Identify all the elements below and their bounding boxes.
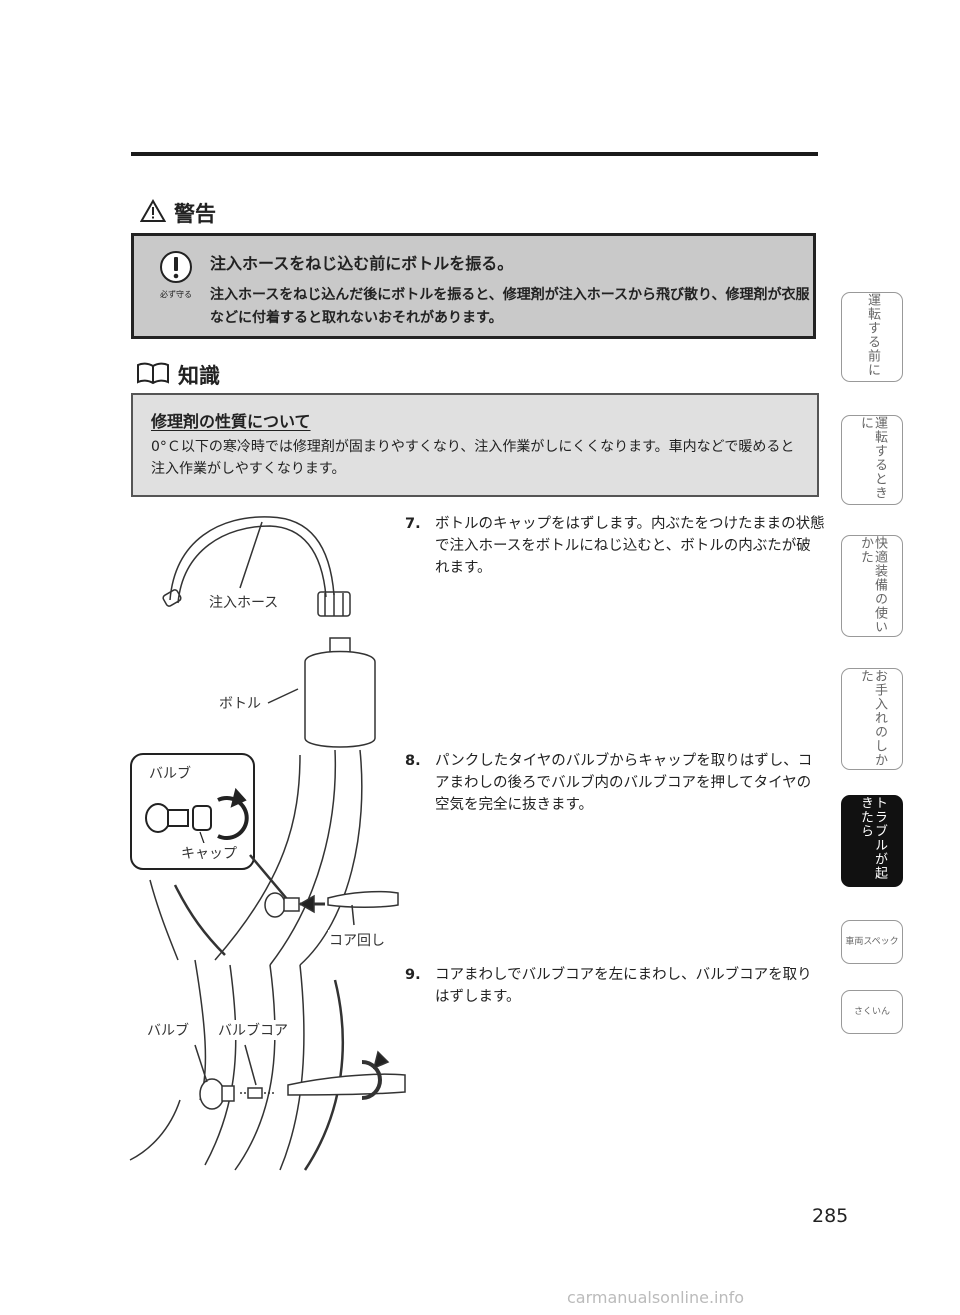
bottle-label: ボトル — [218, 693, 262, 713]
side-tab-label: お手入れのしかた — [858, 669, 887, 767]
side-tab-label: 車両スペック — [845, 936, 899, 947]
side-tab-label: 運転する前に — [865, 293, 880, 377]
open-book-icon — [136, 361, 170, 390]
side-tab-index[interactable]: さくいん — [841, 990, 903, 1034]
knowledge-box: 修理剤の性質について 0°Ｃ以下の寒冷時では修理剤が固まりやすくなり、注入作業が… — [131, 393, 819, 497]
step-8: 8. パンクしたタイヤのバルブからキャップを取りはずし、コアまわしの後ろでバルブ… — [405, 750, 825, 816]
step-9: 9. コアまわしでバルブコアを左にまわし、バルブコアを取りはずします。 — [405, 964, 825, 1008]
bottle-illustration — [267, 637, 376, 748]
must-follow-badge: 必ず守る — [152, 250, 200, 300]
knowledge-heading: 修理剤の性質について — [151, 412, 311, 431]
warning-title-text: 警告 — [174, 202, 216, 226]
side-tab-label: 快適装備の使いかた — [858, 536, 887, 634]
step-number: 9. — [405, 967, 421, 983]
core-tool-step8 — [249, 854, 399, 926]
side-tab-vehicle-specs[interactable]: 車両スペック — [841, 920, 903, 964]
step-text: パンクしたタイヤのバルブからキャップを取りはずし、コアまわしの後ろでバルブ内のバ… — [435, 753, 813, 813]
knowledge-title-text: 知識 — [178, 364, 220, 388]
core-tool-step9 — [194, 1044, 406, 1110]
page-number: 285 — [812, 1205, 849, 1227]
step-number: 7. — [405, 516, 421, 532]
step-text: ボトルのキャップをはずします。内ぶたをつけたままの状態で注入ホースをボトルにねじ… — [435, 516, 825, 576]
warning-triangle-icon — [139, 198, 167, 228]
side-tab-trouble[interactable]: トラブルが起きたら — [841, 795, 903, 887]
side-tab-before-driving[interactable]: 運転する前に — [841, 292, 903, 382]
side-tab-label: トラブルが起きたら — [858, 796, 887, 880]
warning-box: 必ず守る 注入ホースをねじ込む前にボトルを振る。 注入ホースをねじ込んだ後にボト… — [131, 233, 816, 339]
exclamation-circle-icon — [160, 251, 192, 283]
hose-label: 注入ホース — [208, 592, 280, 612]
step-7: 7. ボトルのキャップをはずします。内ぶたをつけたままの状態で注入ホースをボトル… — [405, 513, 825, 579]
side-tab-label: 運転するときに — [858, 416, 887, 500]
valve-core-label: バルブコア — [217, 1020, 289, 1040]
warning-heading: 注入ホースをねじ込む前にボトルを振る。 — [210, 254, 514, 273]
must-follow-caption: 必ず守る — [160, 290, 192, 299]
warning-body: 注入ホースをねじ込んだ後にボトルを振ると、修理剤が注入ホースから飛び散り、修理剤… — [210, 287, 810, 326]
top-rule — [131, 152, 818, 156]
side-tab-label: さくいん — [853, 1006, 890, 1017]
side-tab-comfort-features[interactable]: 快適装備の使いかた — [841, 535, 903, 637]
step-text: コアまわしでバルブコアを左にまわし、バルブコアを取りはずします。 — [435, 967, 812, 1005]
warning-title: 警告 — [139, 198, 216, 228]
core-tool-label: コア回し — [328, 930, 386, 950]
side-tab-while-driving[interactable]: 運転するときに — [841, 415, 903, 505]
watermark: carmanualsonline.info — [567, 1288, 745, 1307]
valve-label-inset: バルブ — [148, 763, 192, 783]
tire-curves — [129, 749, 363, 1171]
knowledge-body: 0°Ｃ以下の寒冷時では修理剤が固まりやすくなり、注入作業がしにくくなります。車内… — [151, 439, 795, 477]
side-tab-maintenance[interactable]: お手入れのしかた — [841, 668, 903, 770]
hose-illustration — [162, 516, 351, 617]
valve-label: バルブ — [146, 1020, 190, 1040]
cap-label: キャップ — [180, 843, 238, 863]
step-number: 8. — [405, 753, 421, 769]
knowledge-title: 知識 — [136, 360, 220, 390]
